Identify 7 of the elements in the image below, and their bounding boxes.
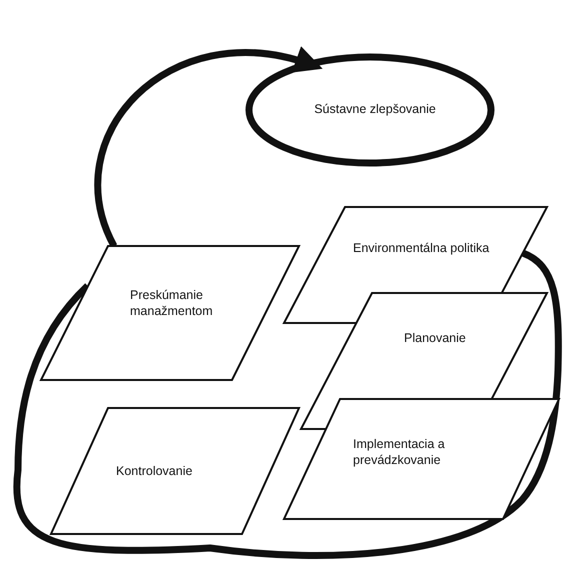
node-label: Environmentálna politika: [353, 240, 490, 256]
node-label: Sústavne zlepšovanie: [313, 101, 437, 117]
node-label: Preskúmanie manažmentom: [130, 287, 214, 319]
node-label: Planovanie: [404, 330, 467, 346]
node-label: Kontrolovanie: [116, 463, 194, 479]
node-label: Implementacia a prevádzkovanie: [353, 436, 446, 468]
cycle-arrow: [94, 47, 324, 248]
